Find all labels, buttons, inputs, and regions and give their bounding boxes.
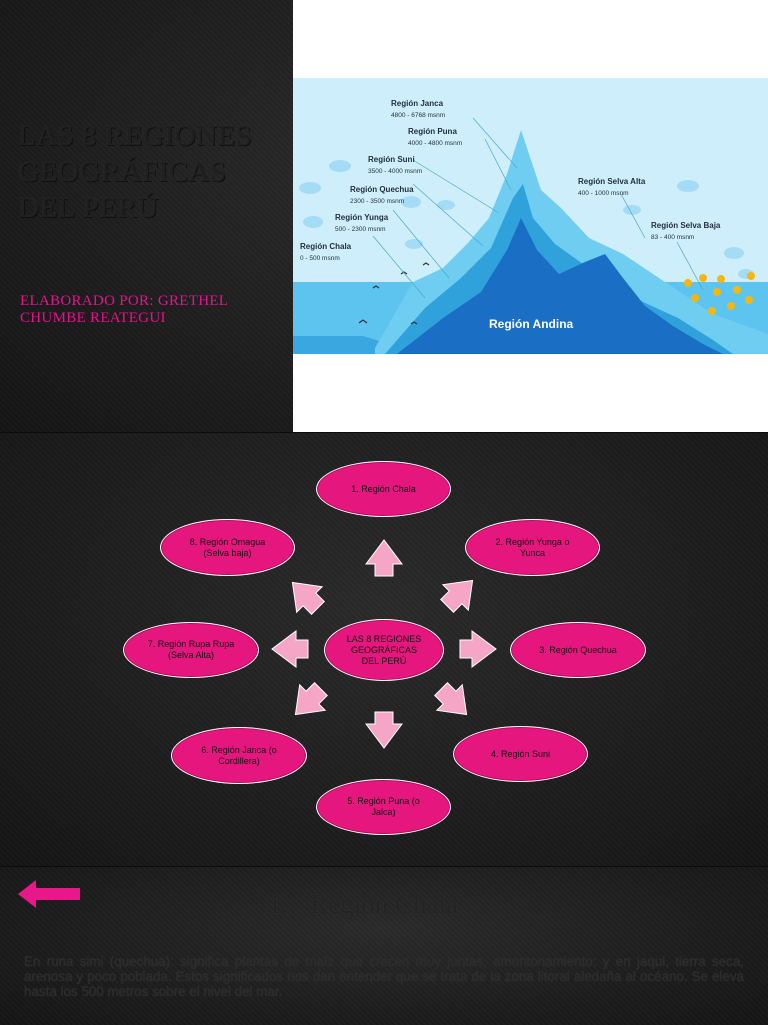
region-range: 500 - 2300 msnm: [335, 226, 386, 233]
region-range: 2300 - 3500 msnm: [350, 198, 404, 205]
region-label: Región Janca: [391, 99, 444, 108]
region-node-suni: 4. Región Suni: [453, 726, 588, 782]
region-label: Región Chala: [300, 242, 352, 251]
region-range: 83 - 400 msnm: [651, 234, 694, 241]
arrow-up-right-icon: [433, 567, 486, 620]
section-number: 1.: [268, 889, 289, 919]
map-coast: [293, 336, 401, 354]
node-text: Cordillera): [218, 755, 260, 766]
node-text: 4. Región Suni: [490, 748, 551, 759]
back-arrow-icon[interactable]: [16, 877, 82, 911]
section-heading: 1. Región Chala: [268, 889, 458, 920]
section-title: Región Chala: [310, 889, 458, 919]
node-text: 1. Región Chala: [351, 483, 416, 494]
slide-title: LAS 8 REGIONES GEOGRÁFICAS DEL PERÚ ELAB…: [0, 0, 768, 432]
region-label: Región Selva Alta: [578, 177, 646, 186]
node-text: 7. Región Rupa Rupa: [147, 639, 235, 649]
region-label: Región Suni: [368, 155, 415, 164]
node-text: Yunca: [519, 547, 546, 558]
region-labels: Región Janca 4800 - 6768 msnm Región Pun…: [300, 99, 721, 262]
region-range: 400 - 1000 msnm: [578, 190, 629, 197]
node-text: 2. Región Yunga o: [495, 536, 570, 547]
slide-region-chala: 1. Región Chala En runa simi (quechua): s…: [0, 866, 768, 1025]
andes-regions-map: Región Andina Región Janca 4800 - 6768 m…: [293, 78, 768, 354]
region-range: 4000 - 4800 msnm: [408, 140, 462, 147]
author-credit: ELABORADO POR: GRETHEL CHUMBE REATEGUI: [20, 293, 228, 326]
arrow-right-icon: [459, 630, 497, 668]
region-node-chala: 1. Región Chala: [316, 461, 451, 517]
node-text: (Selva Alta): [167, 650, 215, 660]
region-label: Región Puna: [408, 127, 457, 136]
arrow-up-left-icon: [279, 569, 332, 622]
center-text: GEOGRÁFICAS: [350, 644, 417, 655]
slide-title-text: LAS 8 REGIONES GEOGRÁFICAS DEL PERÚ: [18, 120, 253, 224]
node-text: 8. Región Omagua: [189, 536, 266, 547]
region-range: 0 - 500 msnm: [300, 255, 340, 262]
arrow-up-icon: [365, 539, 403, 577]
leader-lines: [372, 117, 704, 299]
tree-icons: [684, 272, 755, 315]
arrow-left-icon: [271, 630, 309, 668]
node-text: 6. Región Janca (o: [201, 744, 277, 755]
node-text: 5. Región Puna (o: [347, 796, 420, 806]
arrow-down-icon: [365, 711, 403, 749]
arrow-down-right-icon: [427, 675, 480, 728]
node-text: (Selva baja): [203, 547, 252, 558]
section-body-text: En runa simi (quechua): significa planta…: [24, 954, 744, 999]
region-label: Región Quechua: [350, 185, 414, 194]
region-node-omagua: 8. Región Omagua(Selva baja): [160, 519, 295, 576]
center-region-label: Región Andina: [489, 317, 574, 331]
node-text: Jalca): [371, 807, 396, 817]
node-text: 3. Región Quechua: [539, 644, 617, 655]
region-range: 4800 - 6768 msnm: [391, 112, 445, 119]
region-node-rupa-rupa: 7. Región Rupa Rupa(Selva Alta): [123, 622, 259, 678]
center-text: LAS 8 REGIONES: [346, 633, 422, 644]
region-label: Región Selva Baja: [651, 221, 721, 230]
bird-icons: [358, 262, 430, 325]
center-text: DEL PERÚ: [361, 655, 407, 666]
region-range: 3500 - 4000 msnm: [368, 168, 422, 175]
cloud-icons: [299, 160, 754, 279]
region-label: Región Yunga: [335, 213, 389, 222]
arrow-down-left-icon: [282, 675, 335, 728]
mountain-core: [397, 218, 723, 354]
region-node-quechua: 3. Región Quechua: [510, 622, 646, 678]
